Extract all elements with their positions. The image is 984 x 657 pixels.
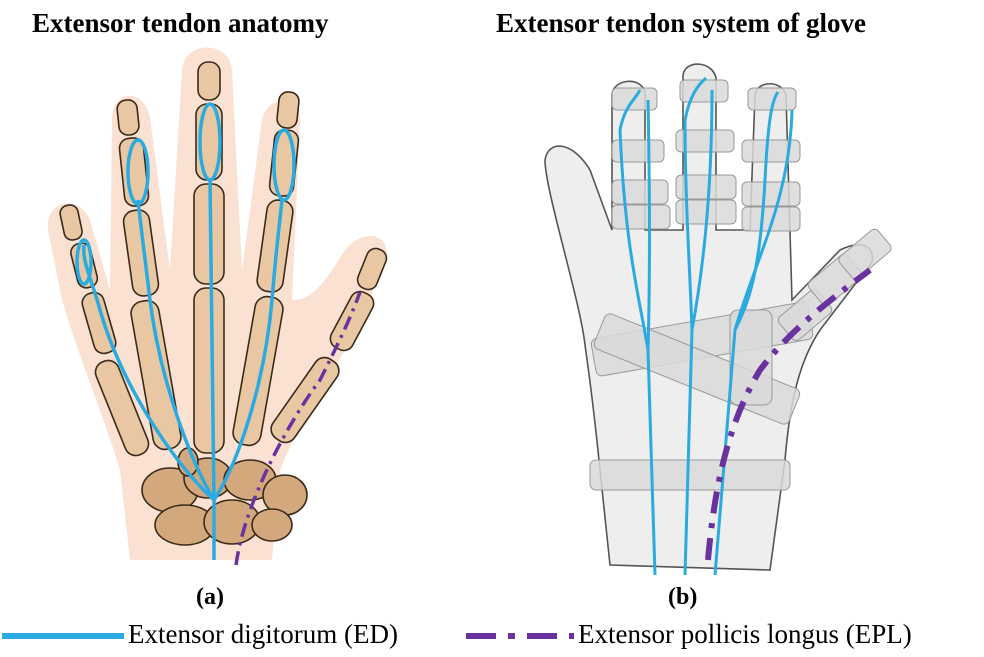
panel-a-illustration <box>48 48 389 566</box>
legend-ed-label: Extensor digitorum (ED) <box>128 619 398 650</box>
panel-b-caption: (b) <box>668 584 697 611</box>
panel-b-illustration <box>545 64 893 575</box>
panel-a-caption: (a) <box>196 584 224 611</box>
legend-epl-label: Extensor pollicis longus (EPL) <box>578 619 912 650</box>
